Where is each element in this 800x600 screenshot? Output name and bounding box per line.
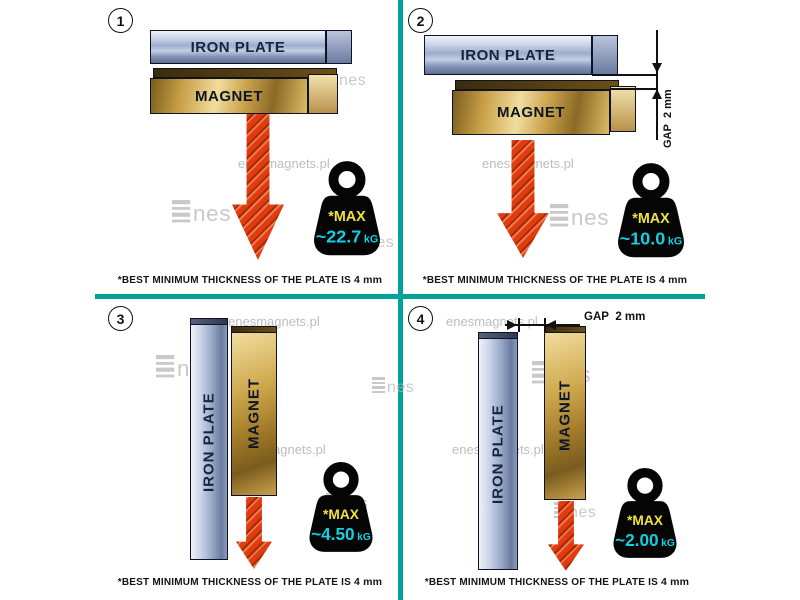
vertical-divider	[398, 0, 403, 600]
horizontal-divider	[95, 294, 705, 299]
enes-logo-watermark: nes	[372, 377, 414, 396]
magnet-label: MAGNET	[195, 87, 263, 105]
enes-logo-icon	[172, 200, 191, 223]
gap-extension-line	[592, 74, 658, 76]
magnet-block: MAGNET	[150, 78, 308, 114]
magnet-end-face	[610, 86, 636, 132]
magnet-top-face	[455, 80, 619, 90]
magnet-label: MAGNET	[556, 380, 574, 452]
max-label: *MAX	[632, 211, 670, 227]
enes-logo-icon	[156, 355, 175, 378]
iron-plate-label: IRON PLATE	[200, 392, 218, 492]
magnet-block: MAGNET	[544, 332, 586, 500]
weight-handle	[323, 462, 359, 498]
iron-plate-block: IRON PLATE	[150, 30, 326, 64]
dimension-arrow-down	[652, 63, 662, 73]
panel-4-gap-vertical: 4 enesmagnets.pl enesmagnets.pl nes nes …	[400, 297, 800, 600]
max-label: *MAX	[627, 513, 664, 528]
max-label: *MAX	[323, 507, 360, 522]
pull-force-arrow	[232, 114, 284, 260]
weight-body	[618, 197, 684, 258]
caption-note: *BEST MINIMUM THICKNESS OF THE PLATE IS …	[422, 274, 688, 286]
panel-1-contact-horizontal: 1 nes nes nes nes enesmagnets.pl IRON PL…	[0, 0, 400, 297]
iron-plate-label: IRON PLATE	[190, 38, 286, 56]
iron-plate-block: IRON PLATE	[478, 338, 518, 570]
magnet-label: MAGNET	[497, 104, 565, 121]
magnet-top-face	[153, 68, 337, 78]
panel-number-badge: 3	[108, 306, 133, 331]
panel-2-gap-horizontal: 2 nes nes enesmagnets.pl IRON PLATE MAGN…	[400, 0, 800, 297]
magnet-label: MAGNET	[245, 378, 263, 450]
enes-logo-icon	[550, 204, 569, 227]
weight-body	[314, 195, 380, 256]
enes-logo-icon	[532, 361, 551, 384]
panel-number: 1	[116, 12, 125, 29]
weight-handle	[328, 161, 366, 199]
weight-handle	[627, 468, 663, 504]
weight-body	[309, 495, 373, 552]
weight-handle	[632, 163, 670, 201]
panel-number-badge: 4	[408, 306, 433, 331]
magnet-block: MAGNET	[452, 90, 610, 135]
gap-dimension-label: GAP 2 mm	[584, 311, 646, 323]
iron-plate-label: IRON PLATE	[460, 46, 556, 64]
pull-force-arrow	[236, 497, 272, 569]
panel-number-badge: 2	[408, 8, 433, 33]
panel-number: 4	[416, 310, 425, 327]
dimension-arrow-right	[507, 320, 517, 330]
magnet-end-face	[308, 74, 338, 114]
watermark-site: enesmagnets.pl	[228, 314, 320, 329]
panel-number-badge: 1	[108, 8, 133, 33]
iron-plate-end-face	[592, 35, 618, 75]
gap-dimension-label: GAP 2 mm	[662, 89, 674, 148]
panel-number: 2	[416, 12, 425, 29]
watermark-site: enesmagnets.pl	[446, 314, 538, 329]
iron-plate-block: IRON PLATE	[424, 35, 592, 75]
iron-plate-block: IRON PLATE	[190, 324, 228, 560]
enes-logo-icon	[372, 377, 385, 393]
weight-body	[613, 501, 677, 558]
panel-number: 3	[116, 310, 125, 327]
gap-dimension-line	[656, 30, 658, 140]
gap-dimension-line	[505, 324, 580, 326]
magnet-block: MAGNET	[231, 332, 277, 496]
caption-note: *BEST MINIMUM THICKNESS OF THE PLATE IS …	[117, 274, 383, 286]
caption-note: *BEST MINIMUM THICKNESS OF THE PLATE IS …	[424, 576, 690, 588]
max-label: *MAX	[328, 209, 366, 225]
iron-plate-label: IRON PLATE	[489, 404, 507, 504]
iron-plate-end-face	[326, 30, 352, 64]
enes-logo-watermark: nes	[172, 200, 231, 227]
caption-note: *BEST MINIMUM THICKNESS OF THE PLATE IS …	[117, 576, 383, 588]
enes-logo-watermark: nes	[550, 204, 609, 231]
gap-extension-line	[610, 88, 658, 90]
dimension-arrow-left	[546, 320, 556, 330]
dimension-arrow-up	[652, 89, 662, 99]
panel-3-contact-vertical: 3 enesmagnets.pl enesmagnets.pl nes nes …	[0, 297, 414, 600]
